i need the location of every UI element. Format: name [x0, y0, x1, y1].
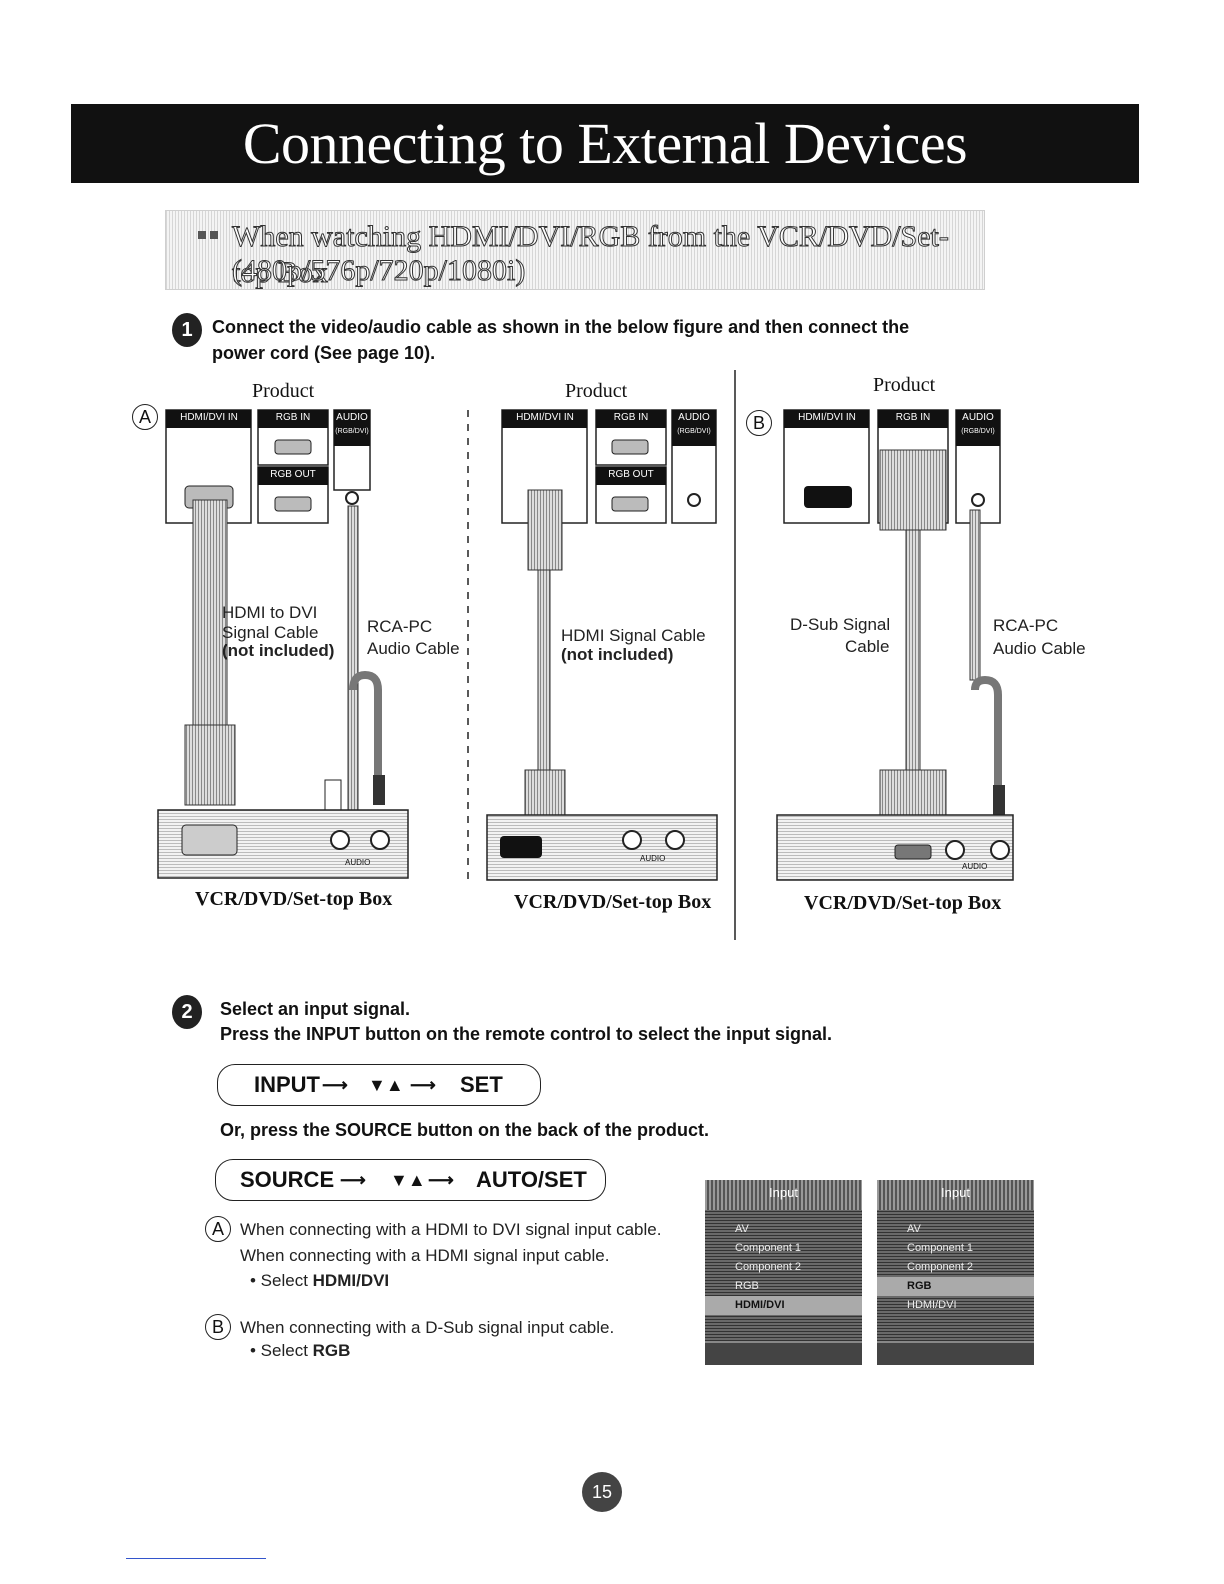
- menu-item[interactable]: Component 2: [907, 1261, 974, 1273]
- device-label-a1: VCR/DVD/Set-top Box: [195, 888, 393, 910]
- menu-item[interactable]: Component 1: [907, 1242, 974, 1254]
- arrow-right-icon: ⟶: [322, 1075, 348, 1095]
- cable-label-hdmi-2: (not included): [561, 645, 674, 664]
- port-hdmi-dvi-in: HDMI/DVI IN: [516, 412, 574, 423]
- source-sequence: SOURCE ⟶ ▼▲ ⟶ AUTO/SET: [215, 1159, 606, 1201]
- tag-b: B: [746, 410, 772, 436]
- page-number: 15: [582, 1472, 622, 1512]
- device-audio-label: AUDIO: [962, 862, 988, 871]
- arrow-right-icon: ⟶: [428, 1170, 454, 1190]
- menu-title: Input: [877, 1180, 1034, 1210]
- note-b-line1: When connecting with a D-Sub signal inpu…: [240, 1318, 615, 1337]
- step-2-line1: Select an input signal.: [220, 999, 411, 1019]
- port-audio: AUDIO: [336, 412, 368, 423]
- menu-item[interactable]: Component 2: [735, 1261, 802, 1273]
- note-tag-a: A: [205, 1216, 231, 1242]
- input-menu-1: Input AV Component 1 Component 2 RGB HDM…: [705, 1180, 862, 1365]
- port-hdmi-dvi-in: HDMI/DVI IN: [798, 412, 856, 423]
- diagram-a2: [486, 409, 718, 881]
- port-audio-sub: (RGB/DVI): [335, 428, 369, 435]
- port-rgb-in: RGB IN: [275, 412, 311, 423]
- cable-label-rca-pc-b2: Audio Cable: [993, 639, 1086, 658]
- note-b-select: • Select RGB: [250, 1339, 350, 1363]
- input-menu-2: Input AV Component 1 Component 2 RGB HDM…: [877, 1180, 1034, 1365]
- note-b-select-value: RGB: [312, 1341, 351, 1360]
- menu-item-selected[interactable]: HDMI/DVI: [705, 1296, 862, 1315]
- section-title-line1: When watching HDMI/DVI/RGB from the VCR/…: [232, 220, 950, 290]
- seq-input-label: INPUT: [254, 1072, 320, 1097]
- port-hdmi-dvi-in: HDMI/DVI IN: [180, 412, 238, 423]
- device-label-b: VCR/DVD/Set-top Box: [804, 892, 1002, 914]
- port-rgb-in: RGB IN: [613, 412, 649, 423]
- menu-footer: [877, 1341, 1034, 1365]
- cable-label-rca-pc-2: Audio Cable: [367, 639, 460, 658]
- step-1-text-line1: Connect the video/audio cable as shown i…: [212, 317, 910, 337]
- diagram-a1: [157, 409, 409, 879]
- input-sequence: INPUT ⟶ ▼▲ ⟶ SET: [217, 1064, 541, 1106]
- step-2-badge: 2: [172, 995, 202, 1029]
- port-audio-sub: (RGB/DVI): [961, 428, 995, 435]
- arrow-right-icon: ⟶: [410, 1075, 436, 1095]
- port-rgb-out: RGB OUT: [270, 469, 316, 480]
- port-audio: AUDIO: [678, 412, 710, 423]
- port-audio: AUDIO: [962, 412, 994, 423]
- product-label-b: Product: [873, 374, 936, 396]
- page-title: Connecting to External Devices: [71, 104, 1139, 183]
- bullet-square-icon: [210, 231, 218, 239]
- port-rgb-in: RGB IN: [895, 412, 931, 423]
- step-1-badge: 1: [172, 313, 202, 347]
- cable-label-rca-pc-1: RCA-PC: [367, 617, 433, 636]
- section-title-line2: (480p/576p/720p/1080i): [231, 254, 526, 288]
- port-rgb-out: RGB OUT: [608, 469, 654, 480]
- cable-label-hdmi-dvi-2: Signal Cable: [222, 623, 319, 642]
- menu-item-selected[interactable]: RGB: [877, 1277, 1034, 1296]
- product-label-a1: Product: [252, 380, 315, 402]
- note-a-line1: When connecting with a HDMI to DVI signa…: [240, 1220, 662, 1239]
- note-b-select-prefix: • Select: [250, 1341, 313, 1360]
- cable-label-hdmi-dvi-3: (not included): [222, 641, 335, 660]
- menu-item[interactable]: HDMI/DVI: [907, 1299, 957, 1311]
- source-instruction: Or, press the SOURCE button on the back …: [220, 1120, 710, 1140]
- up-down-icon: ▼▲: [368, 1075, 404, 1095]
- menu-title: Input: [705, 1180, 862, 1210]
- menu-item[interactable]: Component 1: [735, 1242, 802, 1254]
- tag-a: A: [132, 404, 158, 430]
- menu-item[interactable]: AV: [907, 1223, 921, 1235]
- cable-label-rca-pc-b1: RCA-PC: [993, 616, 1059, 635]
- note-tag-b: B: [205, 1314, 231, 1340]
- step-2-line2: Press the INPUT button on the remote con…: [220, 1024, 833, 1044]
- menu-item[interactable]: RGB: [735, 1280, 759, 1292]
- arrow-right-icon: ⟶: [340, 1170, 366, 1190]
- port-audio-sub: (RGB/DVI): [677, 428, 711, 435]
- step-1-text-line2: power cord (See page 10).: [212, 343, 436, 363]
- device-audio-label: AUDIO: [640, 854, 666, 863]
- bullet-square-icon: [198, 231, 206, 239]
- note-a-select-value: HDMI/DVI: [312, 1271, 390, 1290]
- up-down-icon: ▼▲: [390, 1170, 426, 1190]
- device-label-a2: VCR/DVD/Set-top Box: [514, 891, 712, 913]
- seq-set-label: SET: [460, 1072, 503, 1097]
- menu-footer: [705, 1341, 862, 1365]
- note-a-select: • Select HDMI/DVI: [250, 1269, 389, 1293]
- footer-rule: [126, 1558, 266, 1559]
- menu-item[interactable]: AV: [735, 1223, 749, 1235]
- seq-source-label: SOURCE: [240, 1167, 335, 1192]
- cable-label-dsub-1: D-Sub Signal: [790, 615, 891, 634]
- section-header: When watching HDMI/DVI/RGB from the VCR/…: [165, 210, 985, 290]
- cable-label-hdmi-1: HDMI Signal Cable: [561, 626, 706, 645]
- connection-diagrams: [157, 370, 1014, 940]
- seq-autoset-label: AUTO/SET: [476, 1167, 587, 1192]
- device-audio-label: AUDIO: [345, 858, 371, 867]
- cable-label-hdmi-dvi-1: HDMI to DVI: [222, 603, 318, 622]
- note-a-select-prefix: • Select: [250, 1271, 313, 1290]
- diagram-b: [776, 409, 1014, 881]
- cable-label-dsub-2: Cable: [845, 637, 890, 656]
- note-a-line2: When connecting with a HDMI signal input…: [240, 1246, 610, 1265]
- product-label-a2: Product: [565, 380, 628, 402]
